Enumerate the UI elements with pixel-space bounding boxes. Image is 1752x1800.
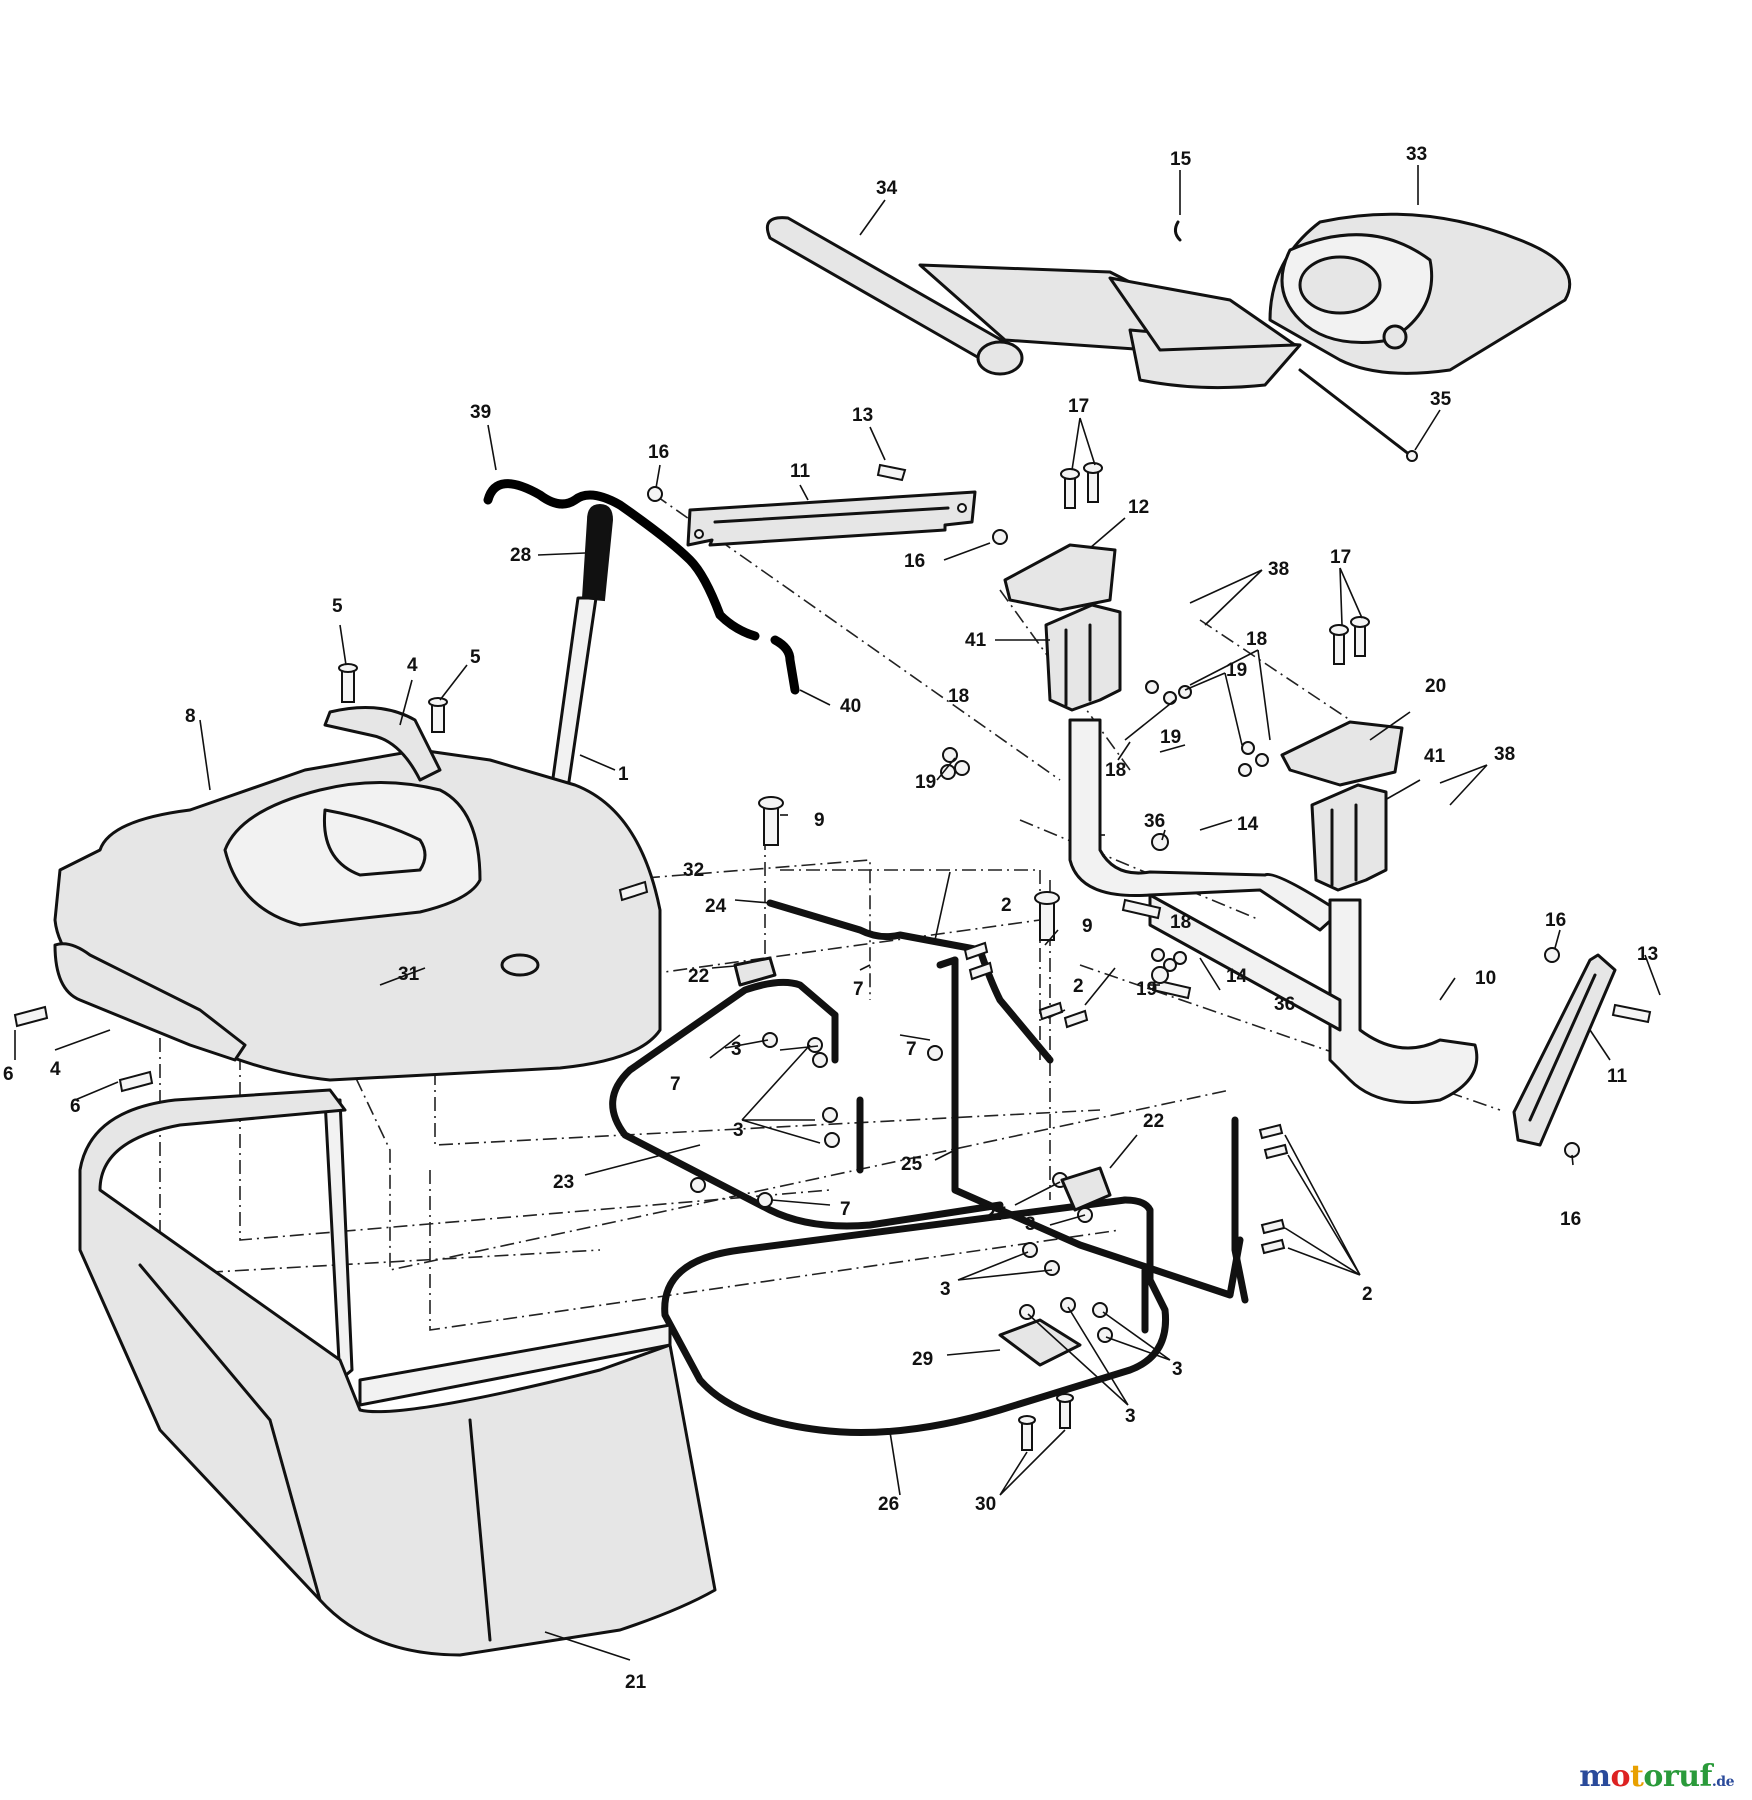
callout-26: 26 [878, 1494, 899, 1515]
callout-17: 17 [1068, 396, 1089, 417]
callout-18: 18 [1105, 760, 1126, 781]
callout-25: 25 [901, 1154, 923, 1175]
callout-16: 16 [1545, 910, 1566, 931]
callout-36: 36 [1274, 994, 1295, 1015]
callout-7: 7 [670, 1074, 681, 1095]
plate-29 [998, 1318, 1082, 1367]
callout-22: 22 [1143, 1111, 1164, 1132]
callout-34: 34 [876, 178, 898, 199]
callout-7: 7 [853, 979, 864, 1000]
callout-30: 30 [975, 1494, 996, 1515]
callout-16: 16 [648, 442, 669, 463]
callout-22: 22 [688, 966, 709, 987]
callout-6: 6 [3, 1064, 14, 1085]
callout-13: 13 [1637, 944, 1658, 965]
callout-31: 31 [398, 964, 420, 985]
callout-19: 19 [1160, 727, 1181, 748]
callout-41: 41 [1424, 746, 1446, 767]
callout-3: 3 [731, 1039, 742, 1060]
callout-1: 1 [618, 764, 629, 785]
callout-3: 3 [1172, 1359, 1183, 1380]
callout-19: 19 [1226, 660, 1247, 681]
callout-5: 5 [332, 596, 343, 617]
hardware [13, 462, 1652, 1451]
callout-27: 27 [985, 1204, 1006, 1225]
callout-2: 2 [1073, 976, 1084, 997]
callout-40: 40 [840, 696, 861, 717]
cable-39-40 [483, 479, 800, 695]
callout-23: 23 [553, 1172, 574, 1193]
motoruf-watermark-logo: motoruf.de [1579, 1759, 1734, 1794]
callout-18: 18 [1246, 629, 1267, 650]
callout-13: 13 [852, 405, 873, 426]
callout-2: 2 [1362, 1284, 1373, 1305]
callout-16: 16 [904, 551, 925, 572]
frame-23 [609, 978, 1004, 1230]
callout-29: 29 [912, 1349, 933, 1370]
callout-11: 11 [790, 461, 811, 482]
callout-5: 5 [470, 647, 481, 668]
callout-35: 35 [1430, 389, 1452, 410]
callout-3: 3 [1025, 1214, 1036, 1235]
callout-4: 4 [407, 655, 418, 676]
callout-19: 19 [1136, 979, 1157, 1000]
callout-8: 8 [185, 706, 196, 727]
bracket-11-right [1512, 953, 1617, 1147]
callout-38: 38 [1494, 744, 1515, 765]
callout-18: 18 [1170, 912, 1191, 933]
bracket-41-left [1044, 603, 1122, 712]
bag-cover-8 [53, 706, 662, 1082]
leader-lines [14, 165, 1661, 1661]
bracket-11-top [686, 490, 977, 547]
callout-32: 32 [683, 860, 704, 881]
callout-6: 6 [70, 1096, 81, 1117]
callout-7: 7 [840, 1199, 851, 1220]
callout-12: 12 [1128, 497, 1149, 518]
callout-38: 38 [1268, 559, 1289, 580]
callout-3: 3 [940, 1279, 951, 1300]
clip-12 [1003, 543, 1117, 612]
callout-labels: 34 15 33 35 39 13 16 11 17 12 28 16 38 1… [3, 144, 1658, 1693]
callout-18: 18 [948, 686, 969, 707]
callout-39: 39 [470, 402, 491, 423]
callout-11: 11 [1607, 1066, 1628, 1087]
callout-10: 10 [1475, 968, 1496, 989]
callout-7: 7 [906, 1039, 917, 1060]
callout-17: 17 [1330, 547, 1351, 568]
callout-3: 3 [733, 1120, 744, 1141]
callout-28: 28 [510, 545, 531, 566]
callout-19: 19 [915, 772, 936, 793]
tube-24 [766, 899, 1054, 1064]
callout-21: 21 [625, 1672, 647, 1693]
callout-41: 41 [965, 630, 987, 651]
callout-36: 36 [1144, 811, 1165, 832]
hitch-handle-assembly [765, 212, 1572, 462]
callout-16: 16 [1560, 1209, 1581, 1230]
callout-24: 24 [705, 896, 727, 917]
callout-9: 9 [1082, 916, 1093, 937]
bag-21 [78, 1088, 717, 1657]
callout-15: 15 [1170, 149, 1192, 170]
bracket-41-right [1310, 783, 1388, 892]
frame-26 [661, 1116, 1249, 1436]
callout-2: 2 [1001, 895, 1012, 916]
callout-4: 4 [50, 1059, 61, 1080]
callout-3: 3 [1125, 1406, 1136, 1427]
frame-25 [936, 956, 1244, 1299]
callout-14: 14 [1237, 814, 1259, 835]
clip-20 [1280, 720, 1404, 787]
callout-9: 9 [814, 810, 825, 831]
callout-33: 33 [1406, 144, 1427, 165]
callout-20: 20 [1425, 676, 1446, 697]
callout-14: 14 [1226, 966, 1248, 987]
